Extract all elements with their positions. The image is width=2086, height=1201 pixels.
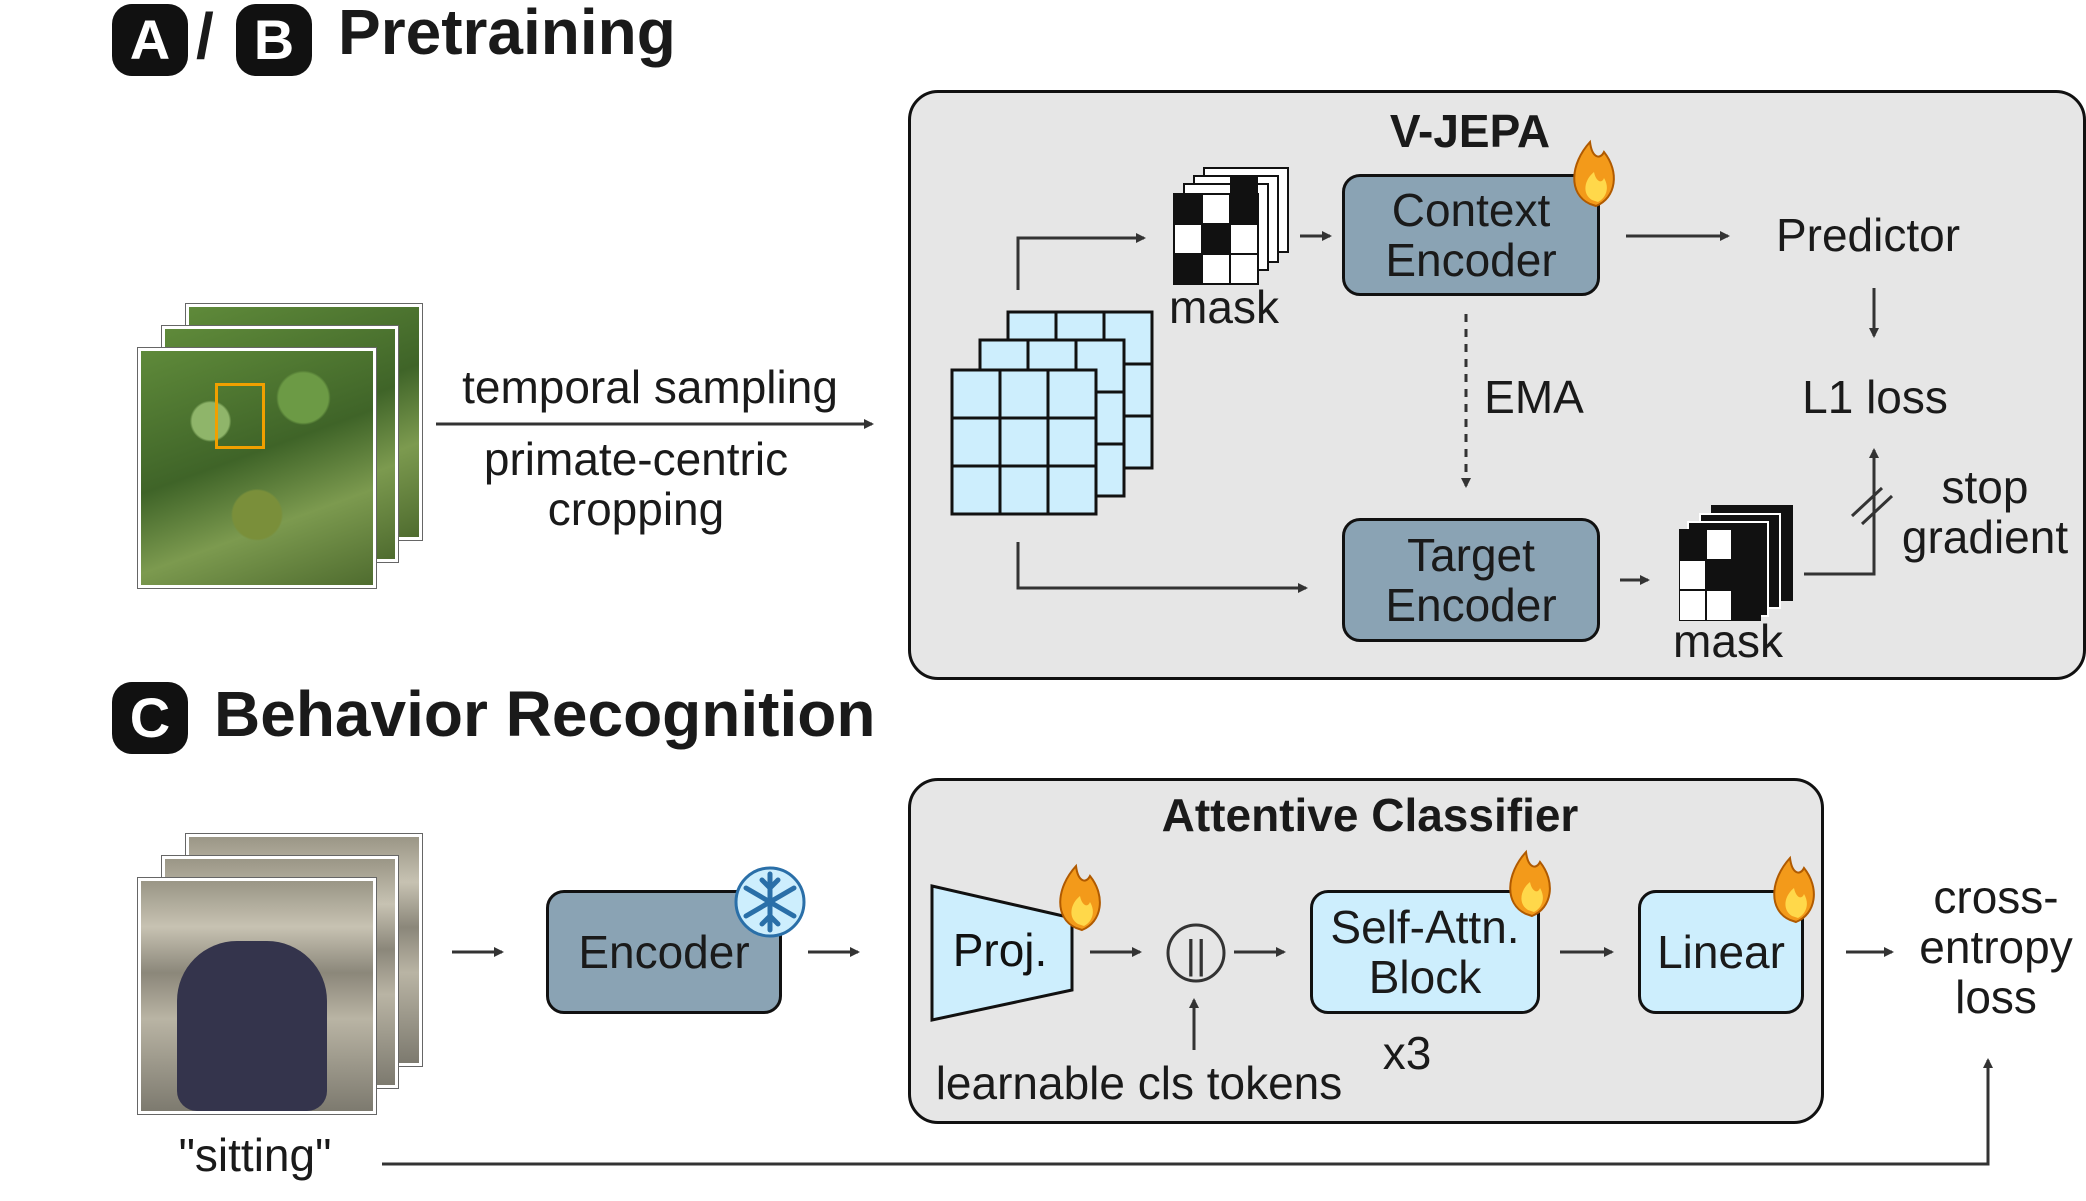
l1-loss-label: L1 loss xyxy=(1802,371,1948,423)
chimp-frame-front xyxy=(138,878,376,1114)
concat-icon xyxy=(1166,923,1226,983)
context-encoder-box: Context Encoder xyxy=(1342,174,1600,296)
mask-top-label: mask xyxy=(1169,281,1279,333)
snowflake-icon xyxy=(734,866,806,938)
stop-gradient-slash-2 xyxy=(1860,494,1894,526)
mask-stack-bottom xyxy=(1679,505,1793,621)
section-slash: / xyxy=(196,0,214,72)
section-b-badge: B xyxy=(236,4,312,76)
mask-bottom-label: mask xyxy=(1673,615,1783,667)
self-attn-block: Self-Attn. Block xyxy=(1310,890,1540,1014)
cross-entropy-loss-label: cross- entropy loss xyxy=(1919,871,2073,1023)
repeat-count-label: x3 xyxy=(1382,1027,1432,1079)
linear-layer-box: Linear xyxy=(1638,890,1804,1014)
stop-gradient-arrow xyxy=(1804,448,1879,576)
to-target-encoder-arrow xyxy=(1016,542,1308,593)
primate-cropping-label: primate-centric cropping xyxy=(483,433,789,535)
ema-label: EMA xyxy=(1484,371,1584,423)
sitting-label: "sitting" xyxy=(178,1129,332,1181)
label-to-loss-arrow xyxy=(382,1058,1993,1166)
concat-symbol: || xyxy=(1186,933,1207,977)
cls-tokens-label: learnable cls tokens xyxy=(935,1057,1343,1109)
video-frame-front xyxy=(138,348,376,588)
chimp-silhouette xyxy=(177,941,327,1111)
section-a-badge: A xyxy=(112,4,188,76)
to-mask-top-arrow xyxy=(1016,233,1146,290)
stop-gradient-label: stop gradient xyxy=(1901,461,2069,563)
fire-icon xyxy=(1773,855,1815,924)
primate-crop-box xyxy=(215,383,265,449)
fire-icon xyxy=(1059,863,1101,932)
fire-icon xyxy=(1509,849,1551,918)
vjepa-title: V-JEPA xyxy=(1389,105,1551,157)
proj-label: Proj. xyxy=(953,924,1048,976)
temporal-sampling-label: temporal sampling xyxy=(462,361,838,413)
behavior-recognition-title: Behavior Recognition xyxy=(214,678,876,750)
target-encoder-box: Target Encoder xyxy=(1342,518,1600,642)
token-grid-front xyxy=(950,368,1098,516)
section-c-badge: C xyxy=(112,682,188,754)
predictor-label: Predictor xyxy=(1775,209,1961,261)
attentive-classifier-title: Attentive Classifier xyxy=(1161,789,1579,841)
projection-layer-shape xyxy=(930,884,1074,1022)
stop-gradient-slash-1 xyxy=(1850,486,1884,518)
fire-icon xyxy=(1573,139,1615,208)
pretraining-title: Pretraining xyxy=(338,0,676,68)
token-grid-stack xyxy=(950,310,1154,516)
mask-stack-top xyxy=(1173,167,1289,285)
